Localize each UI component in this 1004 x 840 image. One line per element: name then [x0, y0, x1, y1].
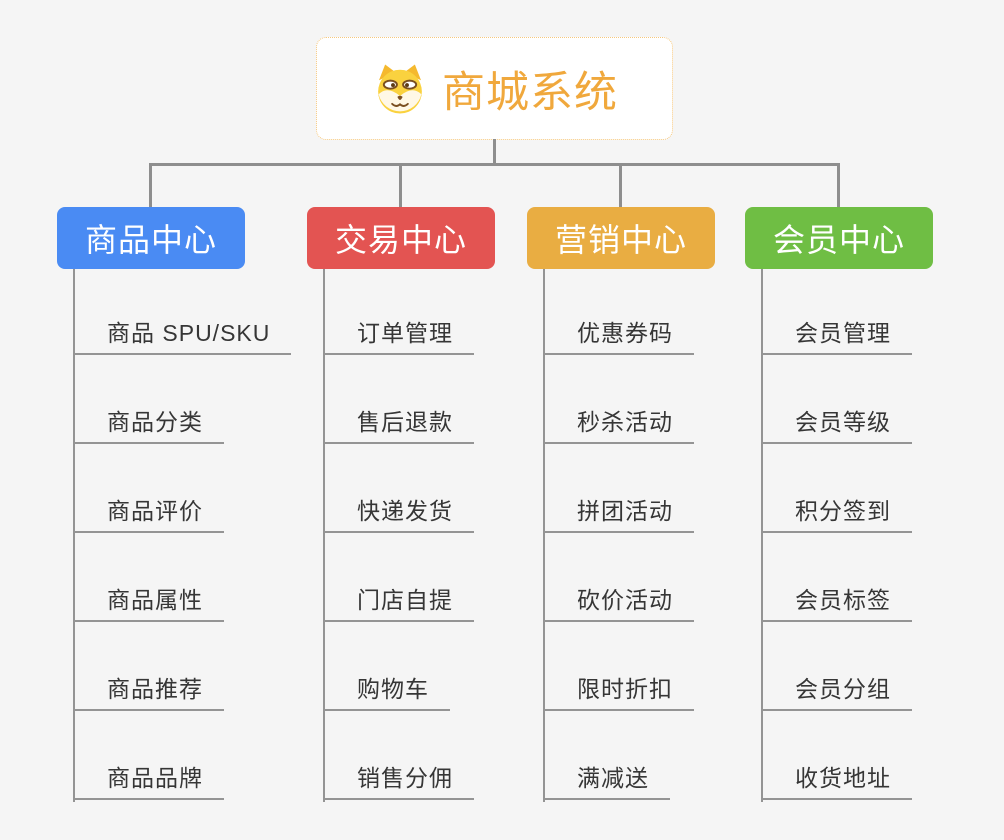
branch-trunk-line — [73, 269, 75, 802]
branch-trade-center: 交易中心 订单管理 售后退款 快递发货 门店自提 购物车 销售分佣 — [307, 207, 547, 807]
connector-drop — [619, 163, 622, 208]
mindmap-node[interactable]: 积分签到 — [761, 496, 912, 533]
mindmap-node[interactable]: 购物车 — [323, 674, 450, 711]
mindmap-node[interactable]: 秒杀活动 — [543, 407, 694, 444]
connector-drop — [149, 163, 152, 208]
mindmap-node[interactable]: 订单管理 — [323, 318, 474, 355]
mindmap-node[interactable]: 商品属性 — [73, 585, 224, 622]
mindmap-node[interactable]: 优惠券码 — [543, 318, 694, 355]
connector-drop — [399, 163, 402, 208]
branch-marketing-center: 营销中心 优惠券码 秒杀活动 拼团活动 砍价活动 限时折扣 满减送 — [527, 207, 767, 807]
mindmap-node[interactable]: 售后退款 — [323, 407, 474, 444]
connector-drop — [837, 163, 840, 208]
mindmap-node[interactable]: 砍价活动 — [543, 585, 694, 622]
mindmap-node[interactable]: 限时折扣 — [543, 674, 694, 711]
mindmap-node[interactable]: 满减送 — [543, 763, 670, 800]
mindmap-node[interactable]: 商品 SPU/SKU — [73, 318, 292, 355]
mindmap-node[interactable]: 会员分组 — [761, 674, 912, 711]
connector-root-stub — [493, 139, 496, 164]
mindmap-node[interactable]: 商品品牌 — [73, 763, 224, 800]
branch-product-center: 商品中心 商品 SPU/SKU 商品分类 商品评价 商品属性 商品推荐 商品品牌 — [57, 207, 297, 807]
mindmap-node[interactable]: 快递发货 — [323, 496, 474, 533]
mindmap-node[interactable]: 门店自提 — [323, 585, 474, 622]
branch-header-marketing-center[interactable]: 营销中心 — [527, 207, 715, 269]
mindmap-node[interactable]: 商品评价 — [73, 496, 224, 533]
branch-header-trade-center[interactable]: 交易中心 — [307, 207, 495, 269]
mindmap-node[interactable]: 商品分类 — [73, 407, 224, 444]
root-node[interactable]: 商城系统 — [316, 37, 673, 140]
mindmap-node[interactable]: 收货地址 — [761, 763, 912, 800]
branch-trunk-line — [761, 269, 763, 802]
connector-rail — [149, 163, 840, 166]
branch-header-member-center[interactable]: 会员中心 — [745, 207, 933, 269]
branch-trunk-line — [543, 269, 545, 802]
mindmap-node[interactable]: 销售分佣 — [323, 763, 474, 800]
mindmap-node[interactable]: 商品推荐 — [73, 674, 224, 711]
mindmap-node[interactable]: 拼团活动 — [543, 496, 694, 533]
mindmap-node[interactable]: 会员管理 — [761, 318, 912, 355]
branch-trunk-line — [323, 269, 325, 802]
root-title: 商城系统 — [442, 68, 618, 117]
dog-icon — [378, 64, 422, 113]
mindmap-node[interactable]: 会员标签 — [761, 585, 912, 622]
branch-header-product-center[interactable]: 商品中心 — [57, 207, 245, 269]
mindmap-node[interactable]: 会员等级 — [761, 407, 912, 444]
branch-member-center: 会员中心 会员管理 会员等级 积分签到 会员标签 会员分组 收货地址 — [745, 207, 985, 807]
